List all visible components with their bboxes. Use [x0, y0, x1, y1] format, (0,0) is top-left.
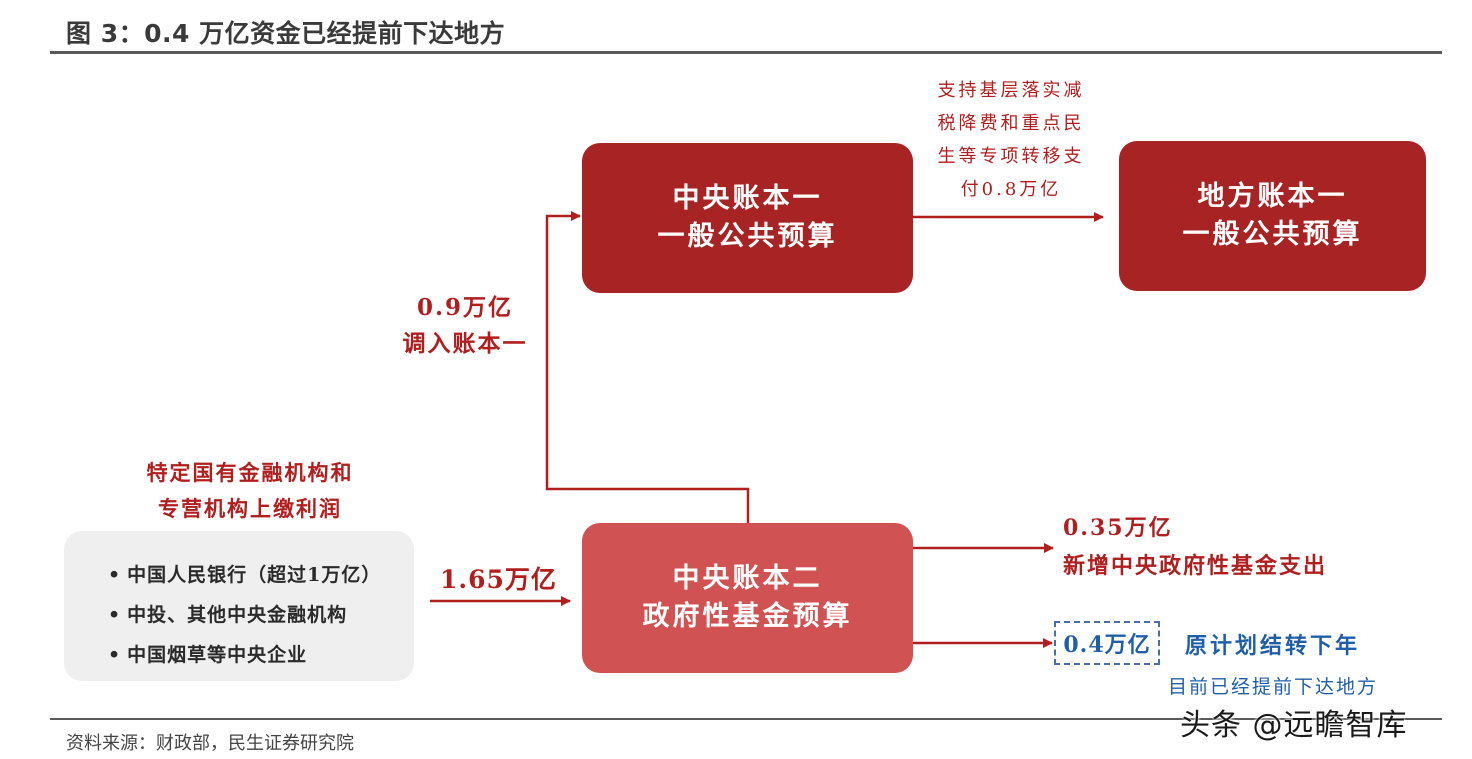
- central-account1-line1: 中央账本一: [672, 183, 823, 214]
- transfer-line: 付0.8万亿: [960, 179, 1062, 200]
- source-note: 资料来源：财政部，民生证券研究院: [66, 733, 354, 754]
- source-entities-list: 中国人民银行（超过1万亿） 中投、其他中央金融机构 中国烟草等中央企业: [64, 531, 414, 675]
- to-account1-desc: 调入账本一: [402, 330, 528, 357]
- central-account2-line2: 政府性基金预算: [642, 601, 853, 632]
- new-fund-label: 0.35万亿 新增中央政府性基金支出: [1063, 509, 1327, 585]
- carryover-amount: 0.4万亿: [1063, 632, 1151, 658]
- new-fund-amount: 0.35万亿: [1063, 515, 1173, 541]
- list-item: 中国烟草等中央企业: [108, 635, 414, 675]
- central-account1-box: 中央账本一 一般公共预算: [582, 143, 913, 293]
- figure-title: 图 3：0.4 万亿资金已经提前下达地方: [66, 19, 506, 48]
- list-item: 中投、其他中央金融机构: [108, 595, 414, 635]
- carryover-amount-box: 0.4万亿: [1054, 621, 1160, 665]
- list-item: 中国人民银行（超过1万亿）: [108, 555, 414, 595]
- source-heading-line2: 专营机构上缴利润: [158, 496, 342, 521]
- local-account1-box: 地方账本一 一般公共预算: [1119, 141, 1426, 291]
- to-account1-amount: 0.9万亿: [416, 294, 513, 321]
- central-account2-box: 中央账本二 政府性基金预算: [582, 523, 913, 673]
- local-account1-line1: 地方账本一: [1197, 181, 1348, 212]
- local-account1-line2: 一般公共预算: [1182, 219, 1363, 250]
- source-entities-panel: 中国人民银行（超过1万亿） 中投、其他中央金融机构 中国烟草等中央企业: [64, 531, 414, 681]
- to-account1-label: 0.9万亿 调入账本一: [385, 290, 545, 362]
- central-account2-line1: 中央账本二: [672, 563, 823, 594]
- new-fund-desc: 新增中央政府性基金支出: [1063, 553, 1328, 579]
- carryover-desc: 原计划结转下年: [1185, 633, 1361, 659]
- bottom-rule: [50, 718, 1442, 720]
- into-account2-amount: 1.65万亿: [440, 565, 557, 594]
- arrow-account2-to-account1: [545, 211, 750, 523]
- transfer-line: 支持基层落实减: [937, 80, 1085, 101]
- transfer-description: 支持基层落实减 税降费和重点民 生等专项转移支 付0.8万亿: [918, 74, 1104, 206]
- source-heading-line1: 特定国有金融机构和: [146, 460, 354, 485]
- central-account1-line2: 一般公共预算: [657, 221, 838, 252]
- carryover-note: 目前已经提前下达地方: [1168, 676, 1379, 698]
- transfer-line: 税降费和重点民: [937, 113, 1085, 134]
- top-rule: [50, 51, 1442, 54]
- source-group-heading: 特定国有金融机构和 专营机构上缴利润: [100, 455, 400, 527]
- transfer-line: 生等专项转移支: [937, 146, 1085, 167]
- watermark: 头条 @远瞻智库: [1180, 708, 1408, 743]
